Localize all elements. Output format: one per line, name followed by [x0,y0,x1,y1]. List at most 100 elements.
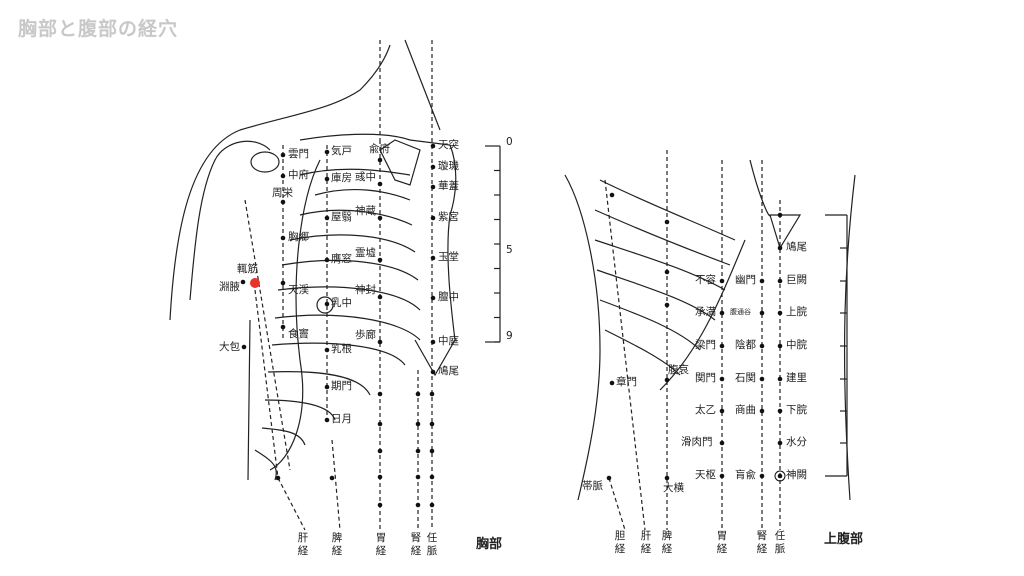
meridian-label: 胃経 [375,532,387,557]
acupoint-label: 帯脈 [582,480,603,492]
acupoint-label: 玉堂 [438,251,459,263]
acupoint-label: 乳根 [331,343,352,355]
acupoint-dot [777,212,783,218]
meridian-label: 肝経 [640,530,652,555]
acupoint-label: 天枢 [695,469,716,481]
acupoint-dot [377,294,383,300]
acupoint-label: 屋翳 [331,211,352,223]
acupoint-dot [324,176,330,182]
acupoint-dot [759,310,765,316]
scale-label: 9 [506,330,513,342]
acupoint-dot [664,269,670,275]
acupoint-label: 水分 [786,436,807,448]
acupoint-label: 紫宮 [438,211,459,223]
meridian-line [608,477,626,531]
acupoint-dot [777,376,783,382]
acupoint-label: 周栄 [272,187,293,199]
acupoint-label: 天渓 [288,284,309,296]
acupoint-label: 腹通谷 [730,308,751,316]
acupoint-dot [777,408,783,414]
acupoint-label: 太乙 [695,404,716,416]
acupoint-dot [280,324,286,330]
acupoint-dot [429,502,435,508]
meridian-line [331,439,341,531]
acupoint-dot [719,343,725,349]
acupoint-label: 淵腋 [219,281,240,293]
acupoint-label: 輒筋 [237,263,258,275]
acupoint-dot [280,173,286,179]
acupoint-dot [664,377,670,383]
scale-label: 0 [506,136,513,148]
acupoint-label: 天突 [438,139,459,151]
acupoint-label: 神蔵 [355,205,376,217]
acupoint-dot [241,344,247,350]
acupoint-label: 承満 [695,306,716,318]
acupoint-dot [280,199,286,205]
acupoint-dot [430,369,436,375]
acupoint-dot [377,215,383,221]
acupoint-label: 胸郷 [288,231,309,243]
acupoint-label: 建里 [786,372,807,384]
acupoint-label: 鳩尾 [438,365,459,377]
acupoint-label: 気戸 [331,145,352,157]
acupoint-dot [777,310,783,316]
acupoint-label: 腹哀 [668,364,689,376]
acupoint-dot [429,391,435,397]
acupoint-dot [240,279,246,285]
acupoint-dot [777,245,783,251]
acupoint-dot [429,421,435,427]
acupoint-dot [777,473,783,479]
acupoint-dot [329,475,335,481]
acupoint-dot [759,343,765,349]
navel-ring [774,470,786,482]
acupoint-dot [324,301,330,307]
acupoint-dot [719,376,725,382]
acupoint-dot [430,255,436,261]
acupoint-dot [664,302,670,308]
acupoint-label: 彧中 [355,171,376,183]
acupoint-label: 期門 [331,380,352,392]
acupoint-dot [429,448,435,454]
acupoint-dot [430,164,436,170]
acupoint-dot [415,474,421,480]
acupoint-dot [759,376,765,382]
acupoint-label: 章門 [616,376,637,388]
meridian-label: 任脈 [426,532,438,557]
acupoint-dot [377,474,383,480]
acupoint-label: 日月 [331,413,352,425]
meridian-label: 脾経 [331,532,343,557]
meridian-line [277,477,306,531]
acupoint-dot [430,184,436,190]
meridian-label: 肝経 [297,532,309,557]
acupoint-label: 不容 [695,274,716,286]
acupoint-label: 中庭 [438,335,459,347]
acupoint-dot [280,152,286,158]
acupoint-dot [415,421,421,427]
acupoint-dot [415,391,421,397]
acupoint-label: 雲門 [288,148,309,160]
acupoint-label: 陰都 [735,339,756,351]
acupoint-dot [606,475,612,481]
meridian-line [604,179,646,531]
acupoint-label: 梁門 [695,339,716,351]
acupoint-dot [430,339,436,345]
acupoint-label: 兪府 [369,143,390,155]
acupoint-label: 神封 [355,284,376,296]
acupoint-label: 大横 [663,482,684,494]
acupoint-dot [377,181,383,187]
chest-outline [169,39,457,481]
acupoint-label: 大包 [219,341,240,353]
acupoint-dot [324,215,330,221]
acupoint-dot [759,473,765,479]
acupoint-dot [430,143,436,149]
scale-label: 5 [506,244,513,256]
acupoint-dot [777,343,783,349]
acupoint-dot [250,278,260,288]
acupoint-dot [324,347,330,353]
acupoint-label: 巨闕 [786,274,807,286]
meridian-line [244,199,291,471]
acupoint-dot [280,235,286,241]
meridian-label: 胃経 [716,530,728,555]
